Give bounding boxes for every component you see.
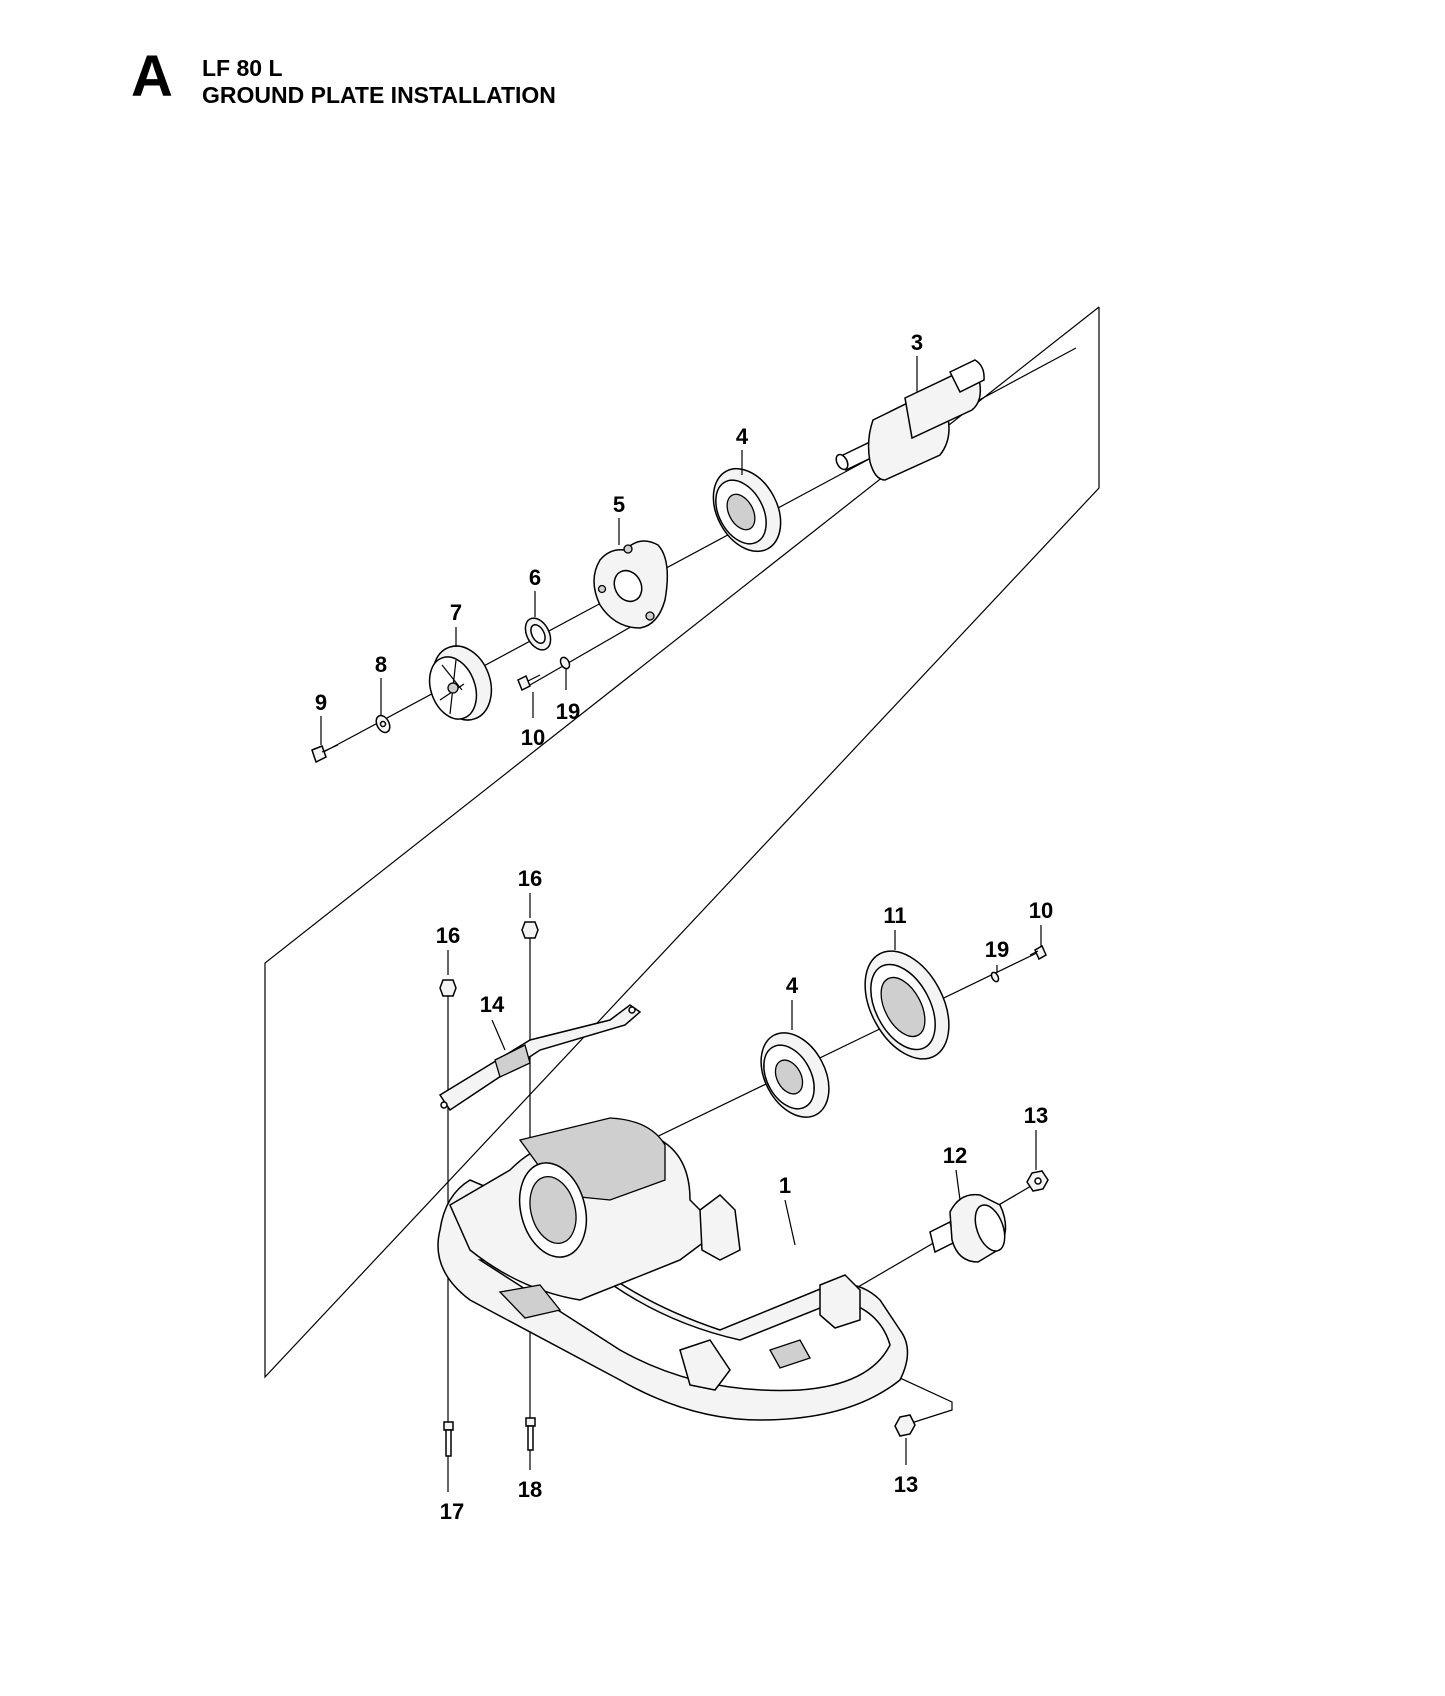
- callout-12: 12: [943, 1143, 967, 1168]
- part-3-eccentric-shaft[interactable]: [834, 359, 985, 481]
- callout-16-left: 16: [436, 923, 460, 948]
- callout-9: 9: [315, 690, 327, 715]
- part-19-washer-top[interactable]: [559, 656, 572, 670]
- callout-19-top: 19: [556, 699, 580, 724]
- part-1-ground-plate[interactable]: [437, 1117, 909, 1421]
- assembly-frame: [264, 306, 1100, 1379]
- callout-19-right: 19: [985, 937, 1009, 962]
- callout-13-lower: 13: [894, 1472, 918, 1497]
- part-16-nut-left[interactable]: [439, 979, 457, 997]
- part-8-washer[interactable]: [373, 713, 392, 735]
- callout-17: 17: [440, 1499, 464, 1524]
- part-13-nut-upper[interactable]: [1026, 1170, 1049, 1192]
- callout-6: 6: [529, 565, 541, 590]
- part-12-rubber-buffer[interactable]: [929, 1193, 1010, 1263]
- part-14-bracket[interactable]: [438, 1004, 642, 1112]
- callout-13-upper: 13: [1024, 1103, 1048, 1128]
- callout-8: 8: [375, 652, 387, 677]
- part-10-screw-top[interactable]: [517, 674, 541, 692]
- part-19-washer-right[interactable]: [990, 971, 1000, 983]
- part-17-bolt[interactable]: [443, 1421, 454, 1457]
- part-4-bearing-bottom[interactable]: [747, 1021, 842, 1129]
- part-18-bolt[interactable]: [525, 1417, 536, 1451]
- leader-lines: [320, 356, 1042, 1492]
- part-4-bearing-top[interactable]: [700, 457, 794, 563]
- callout-7: 7: [450, 600, 462, 625]
- callout-4-bottom: 4: [786, 973, 799, 998]
- model-name: LF 80 L: [202, 55, 283, 81]
- part-11-housing-ring[interactable]: [848, 937, 966, 1073]
- callout-10-top: 10: [521, 725, 545, 750]
- part-7-pulley[interactable]: [421, 638, 501, 729]
- part-9-bolt[interactable]: [311, 744, 339, 764]
- part-13-nut-lower[interactable]: [894, 1414, 916, 1437]
- page-title: GROUND PLATE INSTALLATION: [202, 82, 556, 108]
- callout-10-right: 10: [1029, 898, 1053, 923]
- part-10-screw-right[interactable]: [1029, 944, 1047, 961]
- part-6-seal-ring[interactable]: [520, 614, 555, 654]
- section-letter: A: [131, 44, 173, 109]
- part-5-bearing-cover[interactable]: [593, 540, 669, 629]
- callout-4-top: 4: [736, 424, 749, 449]
- page-header: A LF 80 L GROUND PLATE INSTALLATION: [0, 0, 1445, 140]
- callout-16-center: 16: [518, 866, 542, 891]
- callout-5: 5: [613, 492, 625, 517]
- callout-3: 3: [911, 330, 923, 355]
- callout-11: 11: [883, 903, 906, 928]
- part-16-nut-center[interactable]: [521, 921, 539, 939]
- callout-1: 1: [779, 1173, 791, 1198]
- callout-14: 14: [480, 992, 505, 1017]
- callout-18: 18: [518, 1477, 542, 1502]
- callout-labels: 3 4 5 6 7 8 9 10 19 16 16 14 4 11 19 10 …: [315, 330, 1053, 1524]
